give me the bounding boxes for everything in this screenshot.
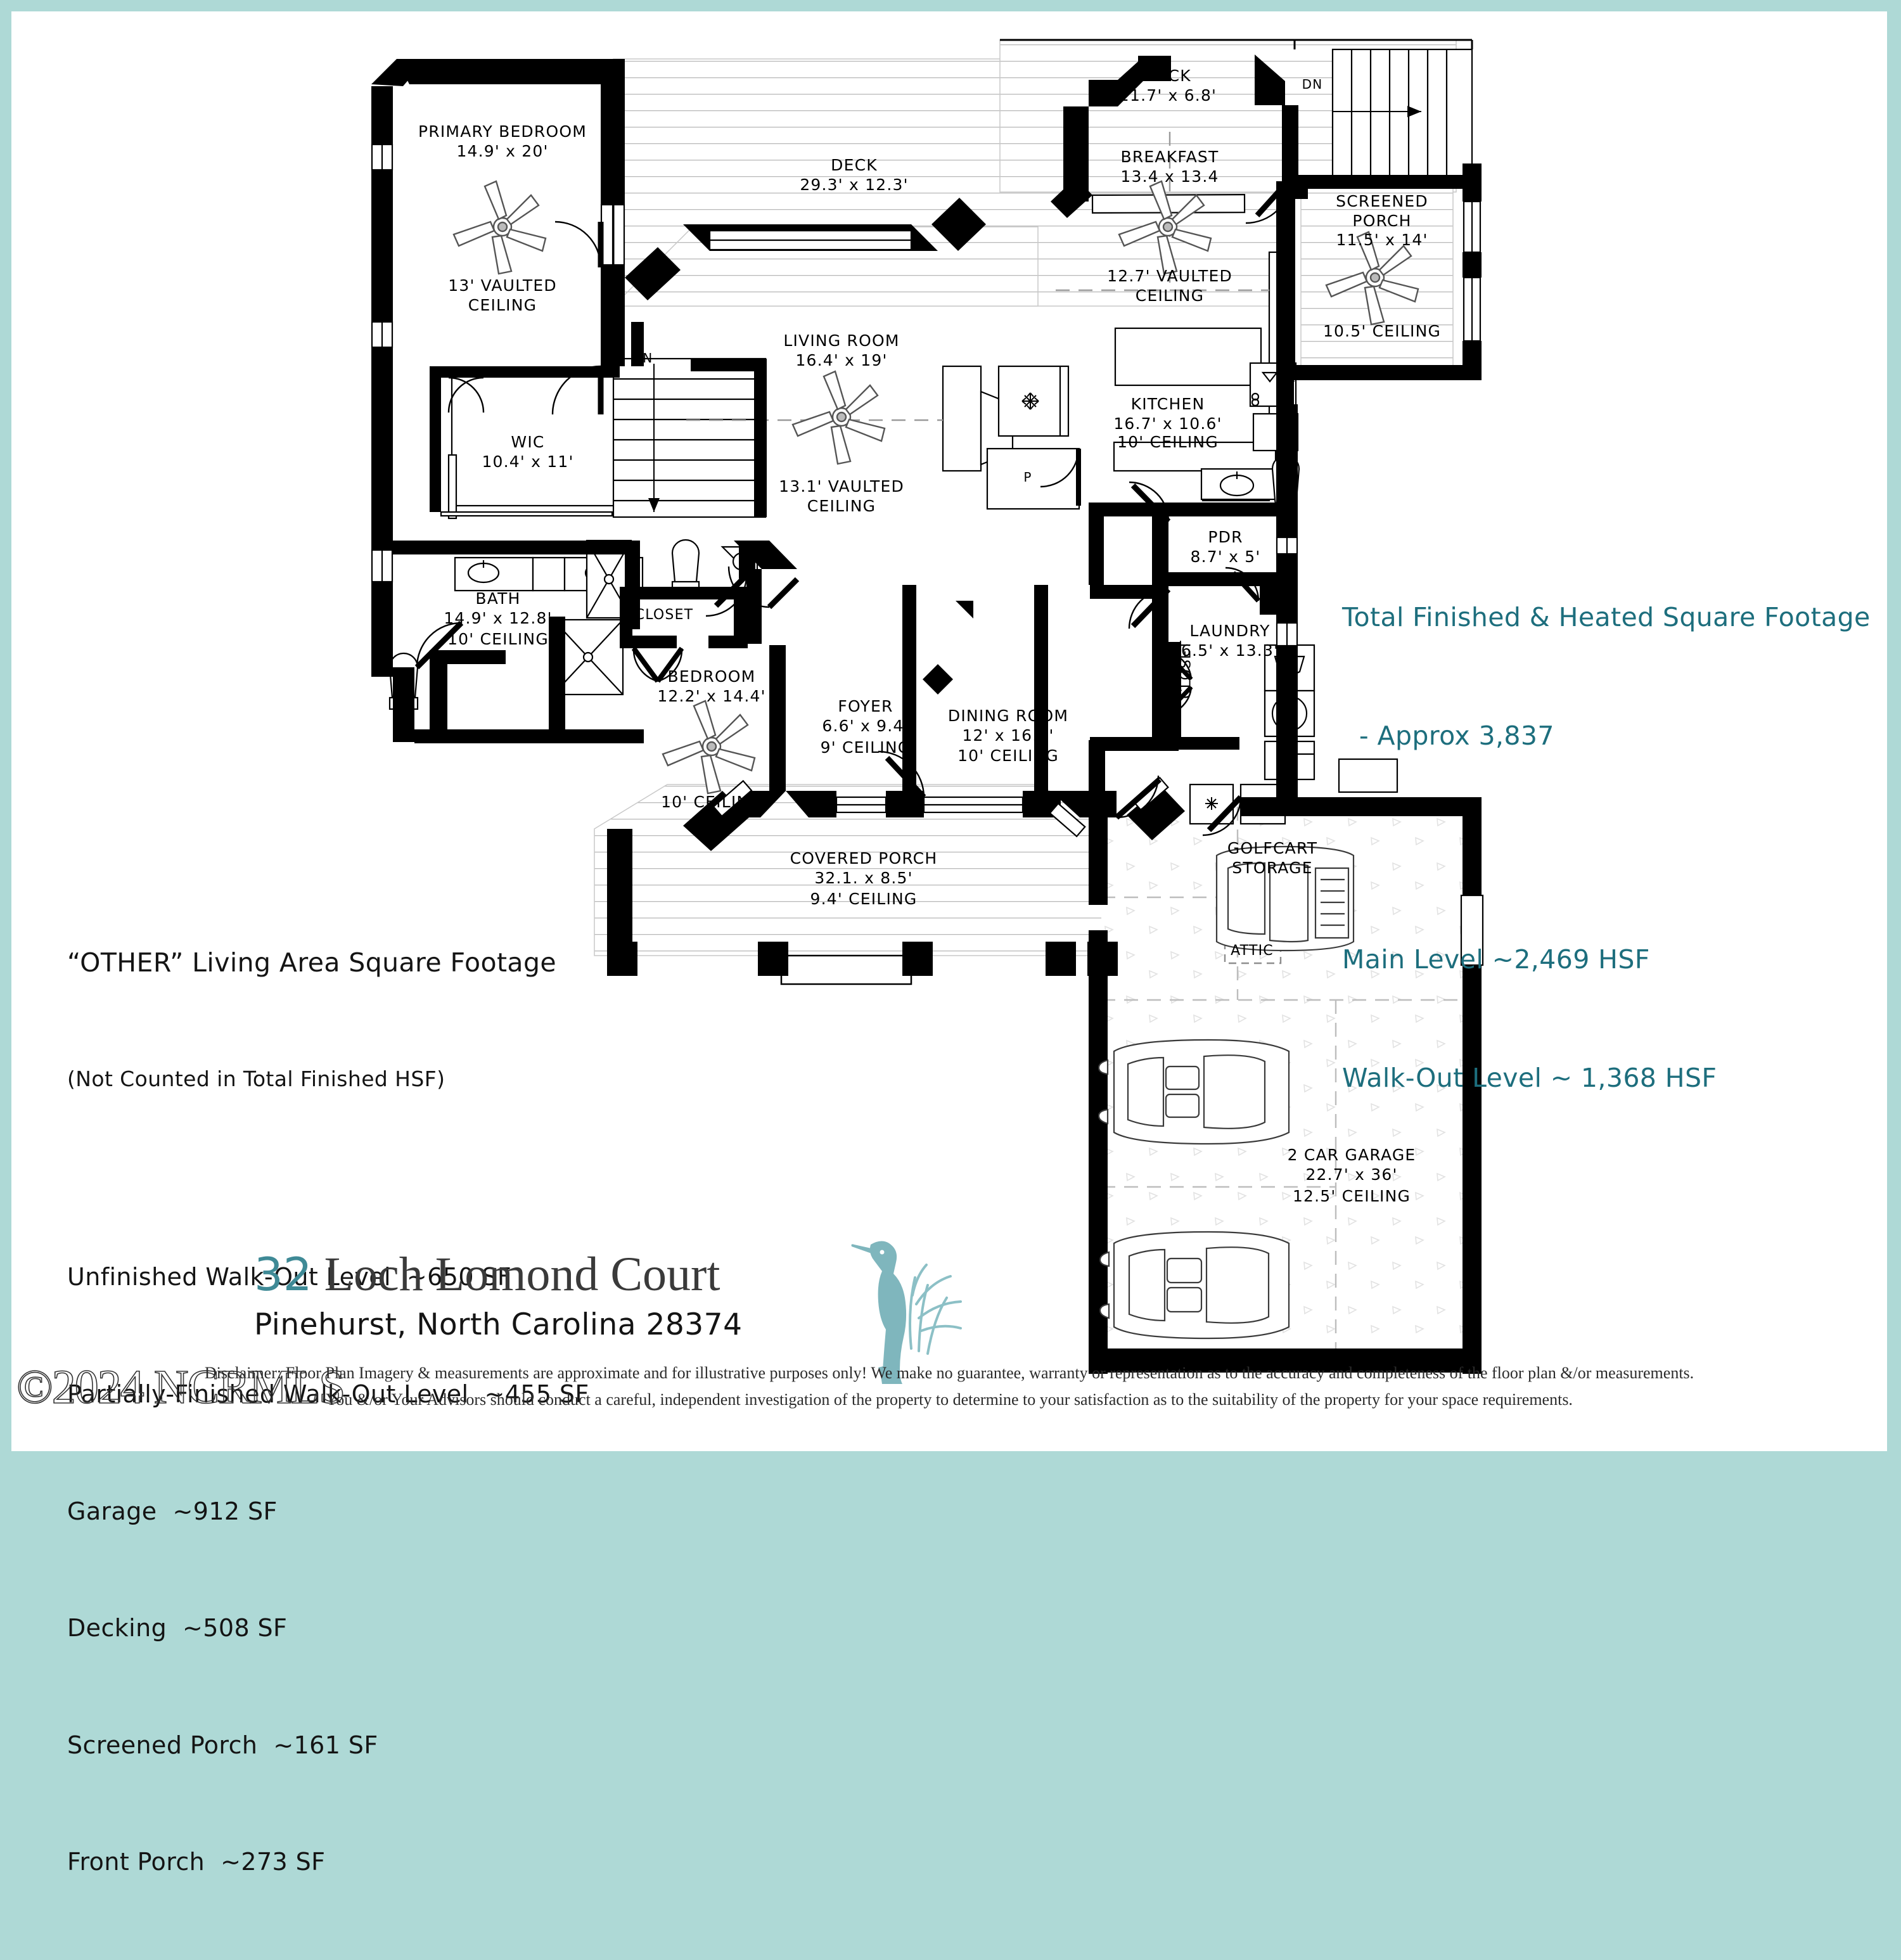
ceiling-note-living-room: 13.1' VAULTED CEILING [779,477,904,515]
heron-logo-icon [851,1241,962,1384]
label-cl-linen: CL [1272,593,1290,608]
other-sf-item: Decking ~508 SF [67,1614,288,1643]
room-label-bath: BATH 14.9' x 12.8' [444,589,553,627]
room-label-dining-room: DINING ROOM 12' x 16.1' [947,707,1069,745]
room-label-golfcart-storage: GOLFCART STORAGE [1227,839,1318,877]
other-sf-item: Front Porch ~273 SF [67,1848,326,1876]
address-number: 32 [254,1248,312,1301]
address-street: Loch Lomond Court [312,1248,720,1301]
room-label-screened-porch: SCREENED PORCH 11.5' x 14' [1336,192,1428,249]
disclaimer-line-2: You &/or Your Advisors should conduct a … [326,1390,1573,1409]
total-hsf-line1: Total Finished & Heated Square Footage [1342,601,1871,632]
label-attic: ATTIC [1231,943,1274,959]
total-hsf-line2: - Approx 3,837 [1342,720,1554,751]
label-closet-laundry: CLOSET [1178,640,1194,699]
address-street-line: 32 Loch Lomond Court [254,1250,742,1298]
ceiling-note-covered-porch: 9.4' CEILING [810,890,918,908]
room-label-living-room: LIVING ROOM 16.4' x 19' [783,331,900,369]
disclaimer: Disclaimer: Floor Plan Imagery & measure… [11,1360,1887,1413]
other-sf-heading: “OTHER” Living Area Square Footage [67,947,556,978]
room-label-pdr: PDR 8.7' x 5' [1190,528,1261,566]
ceiling-note-bedroom: 10' CEILING [661,793,762,811]
label-dn-interior: DN [632,350,653,366]
main-level-hsf: Main Level ~2,469 HSF [1342,944,1650,975]
ceiling-note-two-car-garage: 12.5' CEILING [1292,1187,1411,1205]
room-label-primary-bedroom: PRIMARY BEDROOM 14.9' x 20' [418,122,587,160]
room-label-foyer: FOYER 6.6' x 9.4' [822,697,909,735]
ceiling-note-primary-bedroom: 13' VAULTED CEILING [448,276,557,314]
label-dn-deck: DN [1302,77,1323,92]
address-city-state-zip: Pinehurst, North Carolina 28374 [254,1307,743,1342]
floor-plan-sheet: PRIMARY BEDROOM 14.9' x 20' 13' VAULTED C… [11,11,1887,1876]
walkout-level-hsf: Walk-Out Level ~ 1,368 HSF [1342,1063,1717,1094]
room-label-two-car-garage: 2 CAR GARAGE 22.7' x 36' [1287,1146,1416,1184]
room-label-bedroom: BEDROOM 12.2' x 14.4' [657,667,766,705]
room-label-breakfast: BREAKFAST 13.4 x 13.4 [1120,148,1219,186]
label-pantry: P [1023,470,1032,485]
ceiling-note-foyer: 9' CEILING [820,738,911,757]
ceiling-note-breakfast: 12.7' VAULTED CEILING [1107,267,1232,305]
room-label-covered-porch: COVERED PORCH 32.1. x 8.5' [790,849,938,887]
room-label-wic: WIC 10.4' x 11' [482,433,574,471]
room-label-deck-upper: DECK 21.7' x 6.8' [1118,67,1217,105]
property-address: 32 Loch Lomond Court Pinehurst, North Ca… [254,1250,742,1342]
ceiling-note-dining-room: 10' CEILING [957,746,1059,765]
ceiling-note-bath: 10' CEILING [447,630,549,648]
square-footage-summary: Total Finished & Heated Square Footage -… [1342,518,1871,1177]
other-sf-item: Partially-Finished Walk-Out Level ~455 S… [67,1380,589,1408]
label-closet-hall: CLOSET [634,607,694,623]
room-label-deck-main: DECK 29.3' x 12.3' [800,156,909,194]
other-sf-item: Screened Porch ~161 SF [67,1731,378,1759]
copyright-watermark: ©2024 NCRMLS [16,1360,346,1414]
ceiling-note-screened-porch: 10.5' CEILING [1322,322,1442,340]
room-label-kitchen: KITCHEN 16.7' x 10.6' [1113,395,1222,433]
floor-plan-drawing [371,39,1484,1374]
ceiling-note-kitchen: 10' CEILING [1117,433,1219,451]
other-sf-item: Garage ~912 SF [67,1497,278,1525]
room-label-laundry: LAUNDRY 6.5' x 13.3' [1181,622,1279,660]
other-sf-item: Unfinished Walk-Out Level ~650 SF [67,1263,512,1291]
disclaimer-line-1: Disclaimer: Floor Plan Imagery & measure… [204,1364,1694,1382]
other-sf-subheading: (Not Counted in Total Finished HSF) [67,1066,445,1091]
